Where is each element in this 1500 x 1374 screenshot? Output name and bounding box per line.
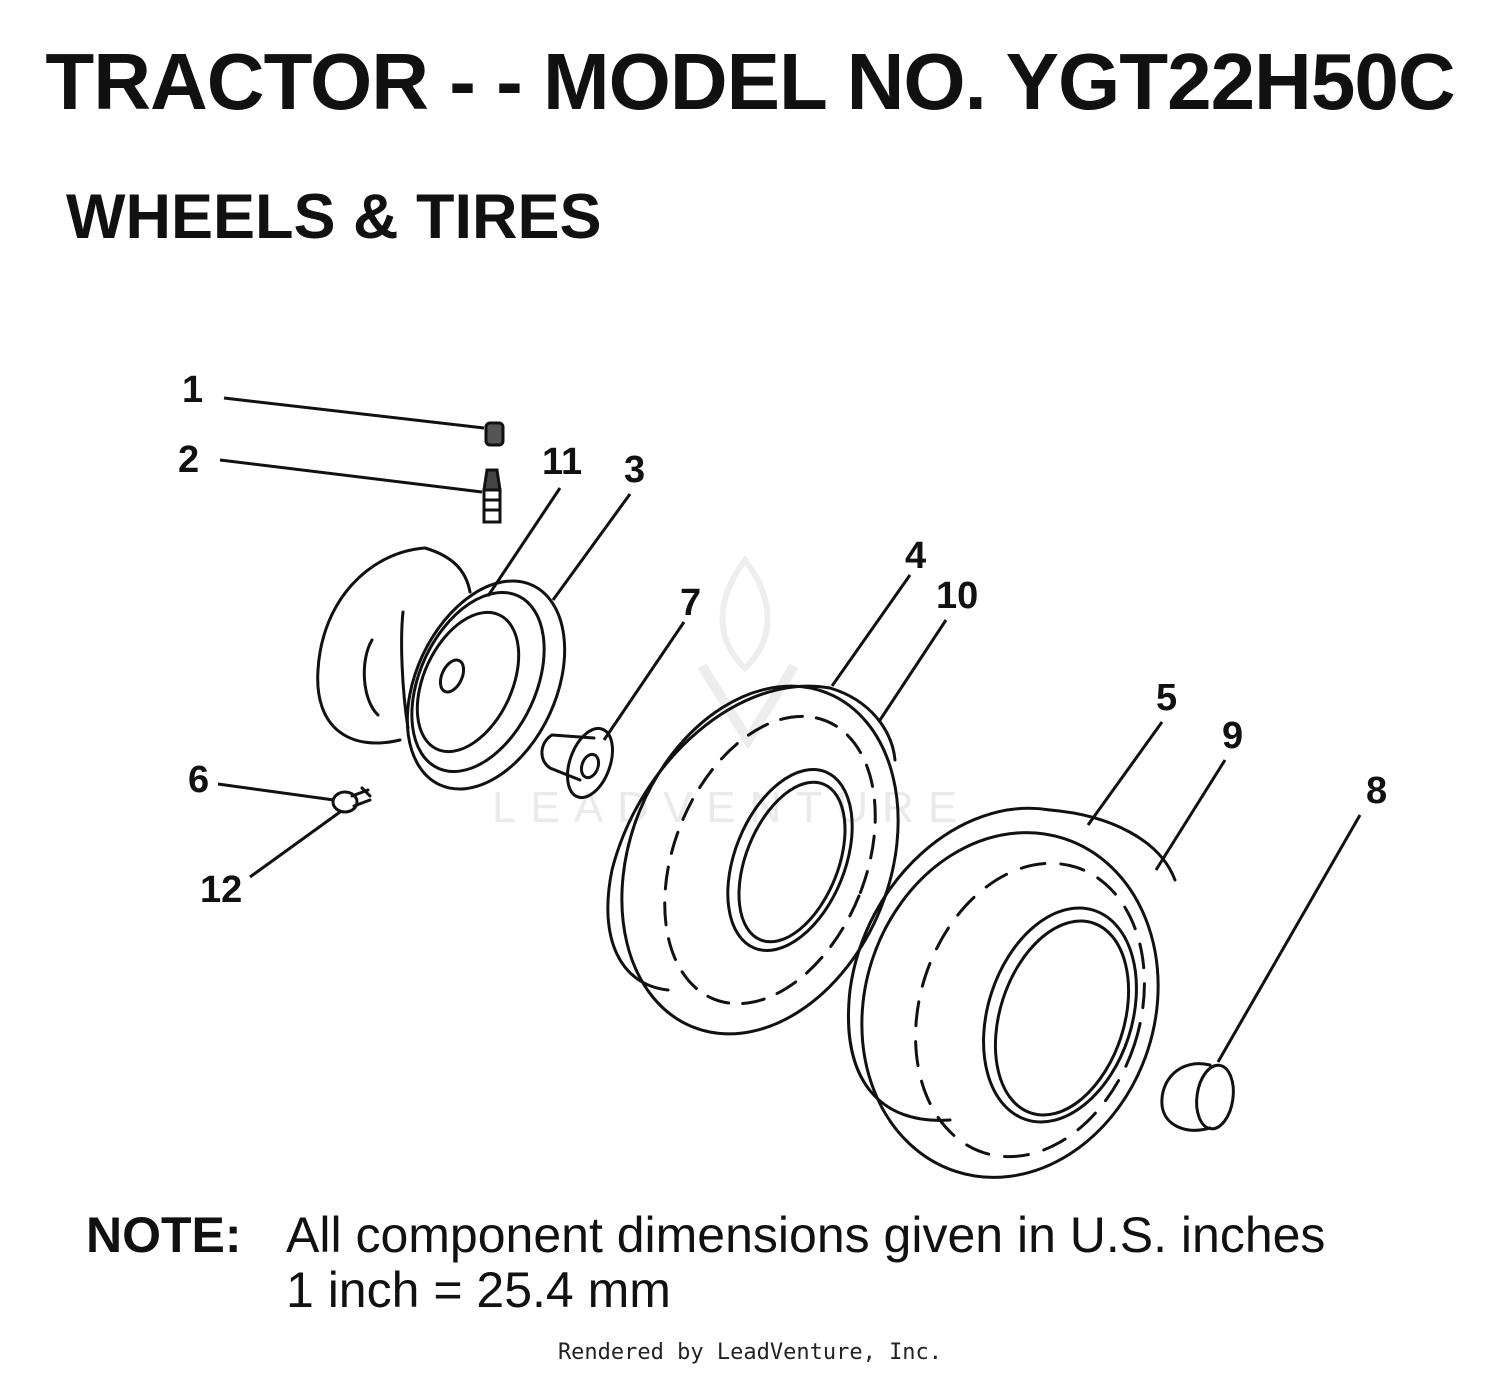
callout-7: 7: [680, 582, 701, 624]
callout-1: 1: [182, 369, 203, 411]
callout-4: 4: [905, 535, 926, 577]
callout-9: 9: [1222, 715, 1243, 757]
callout-11: 11: [542, 441, 582, 483]
callout-8: 8: [1366, 770, 1387, 812]
callout-12: 12: [200, 869, 242, 911]
hub-cap-part: [1160, 1062, 1235, 1132]
callout-5: 5: [1156, 677, 1177, 719]
watermark-flame-icon: [719, 554, 771, 673]
callout-2: 2: [178, 439, 199, 481]
watermark-v-icon: [697, 663, 799, 750]
watermark: LEADVENTURE: [492, 554, 957, 832]
valve-stem-part: [482, 468, 502, 524]
callout-10: 10: [936, 575, 978, 617]
leader-lines: [217, 396, 1362, 1063]
front-tire-part: [606, 684, 900, 1036]
note-label: NOTE:: [86, 1207, 242, 1263]
callout-3: 3: [624, 449, 645, 491]
callout-6: 6: [188, 759, 209, 801]
front-rim-part: [316, 546, 567, 791]
render-credit: Rendered by LeadVenture, Inc.: [557, 1340, 943, 1365]
diagram-title: TRACTOR - - MODEL NO. YGT22H50C: [45, 37, 1455, 126]
note-line-2: 1 inch = 25.4 mm: [286, 1262, 671, 1318]
note-line-1: All component dimensions given in U.S. i…: [286, 1207, 1326, 1263]
section-subtitle: WHEELS & TIRES: [66, 182, 602, 252]
callout-labels: 1 2 3 4 5 6 7 8 9 10 11 12: [178, 369, 1387, 911]
rear-tire-part: [847, 806, 1177, 1179]
valve-cap-part: [484, 421, 505, 447]
bushing-part: [540, 726, 614, 800]
grease-fitting-part: [331, 786, 372, 814]
